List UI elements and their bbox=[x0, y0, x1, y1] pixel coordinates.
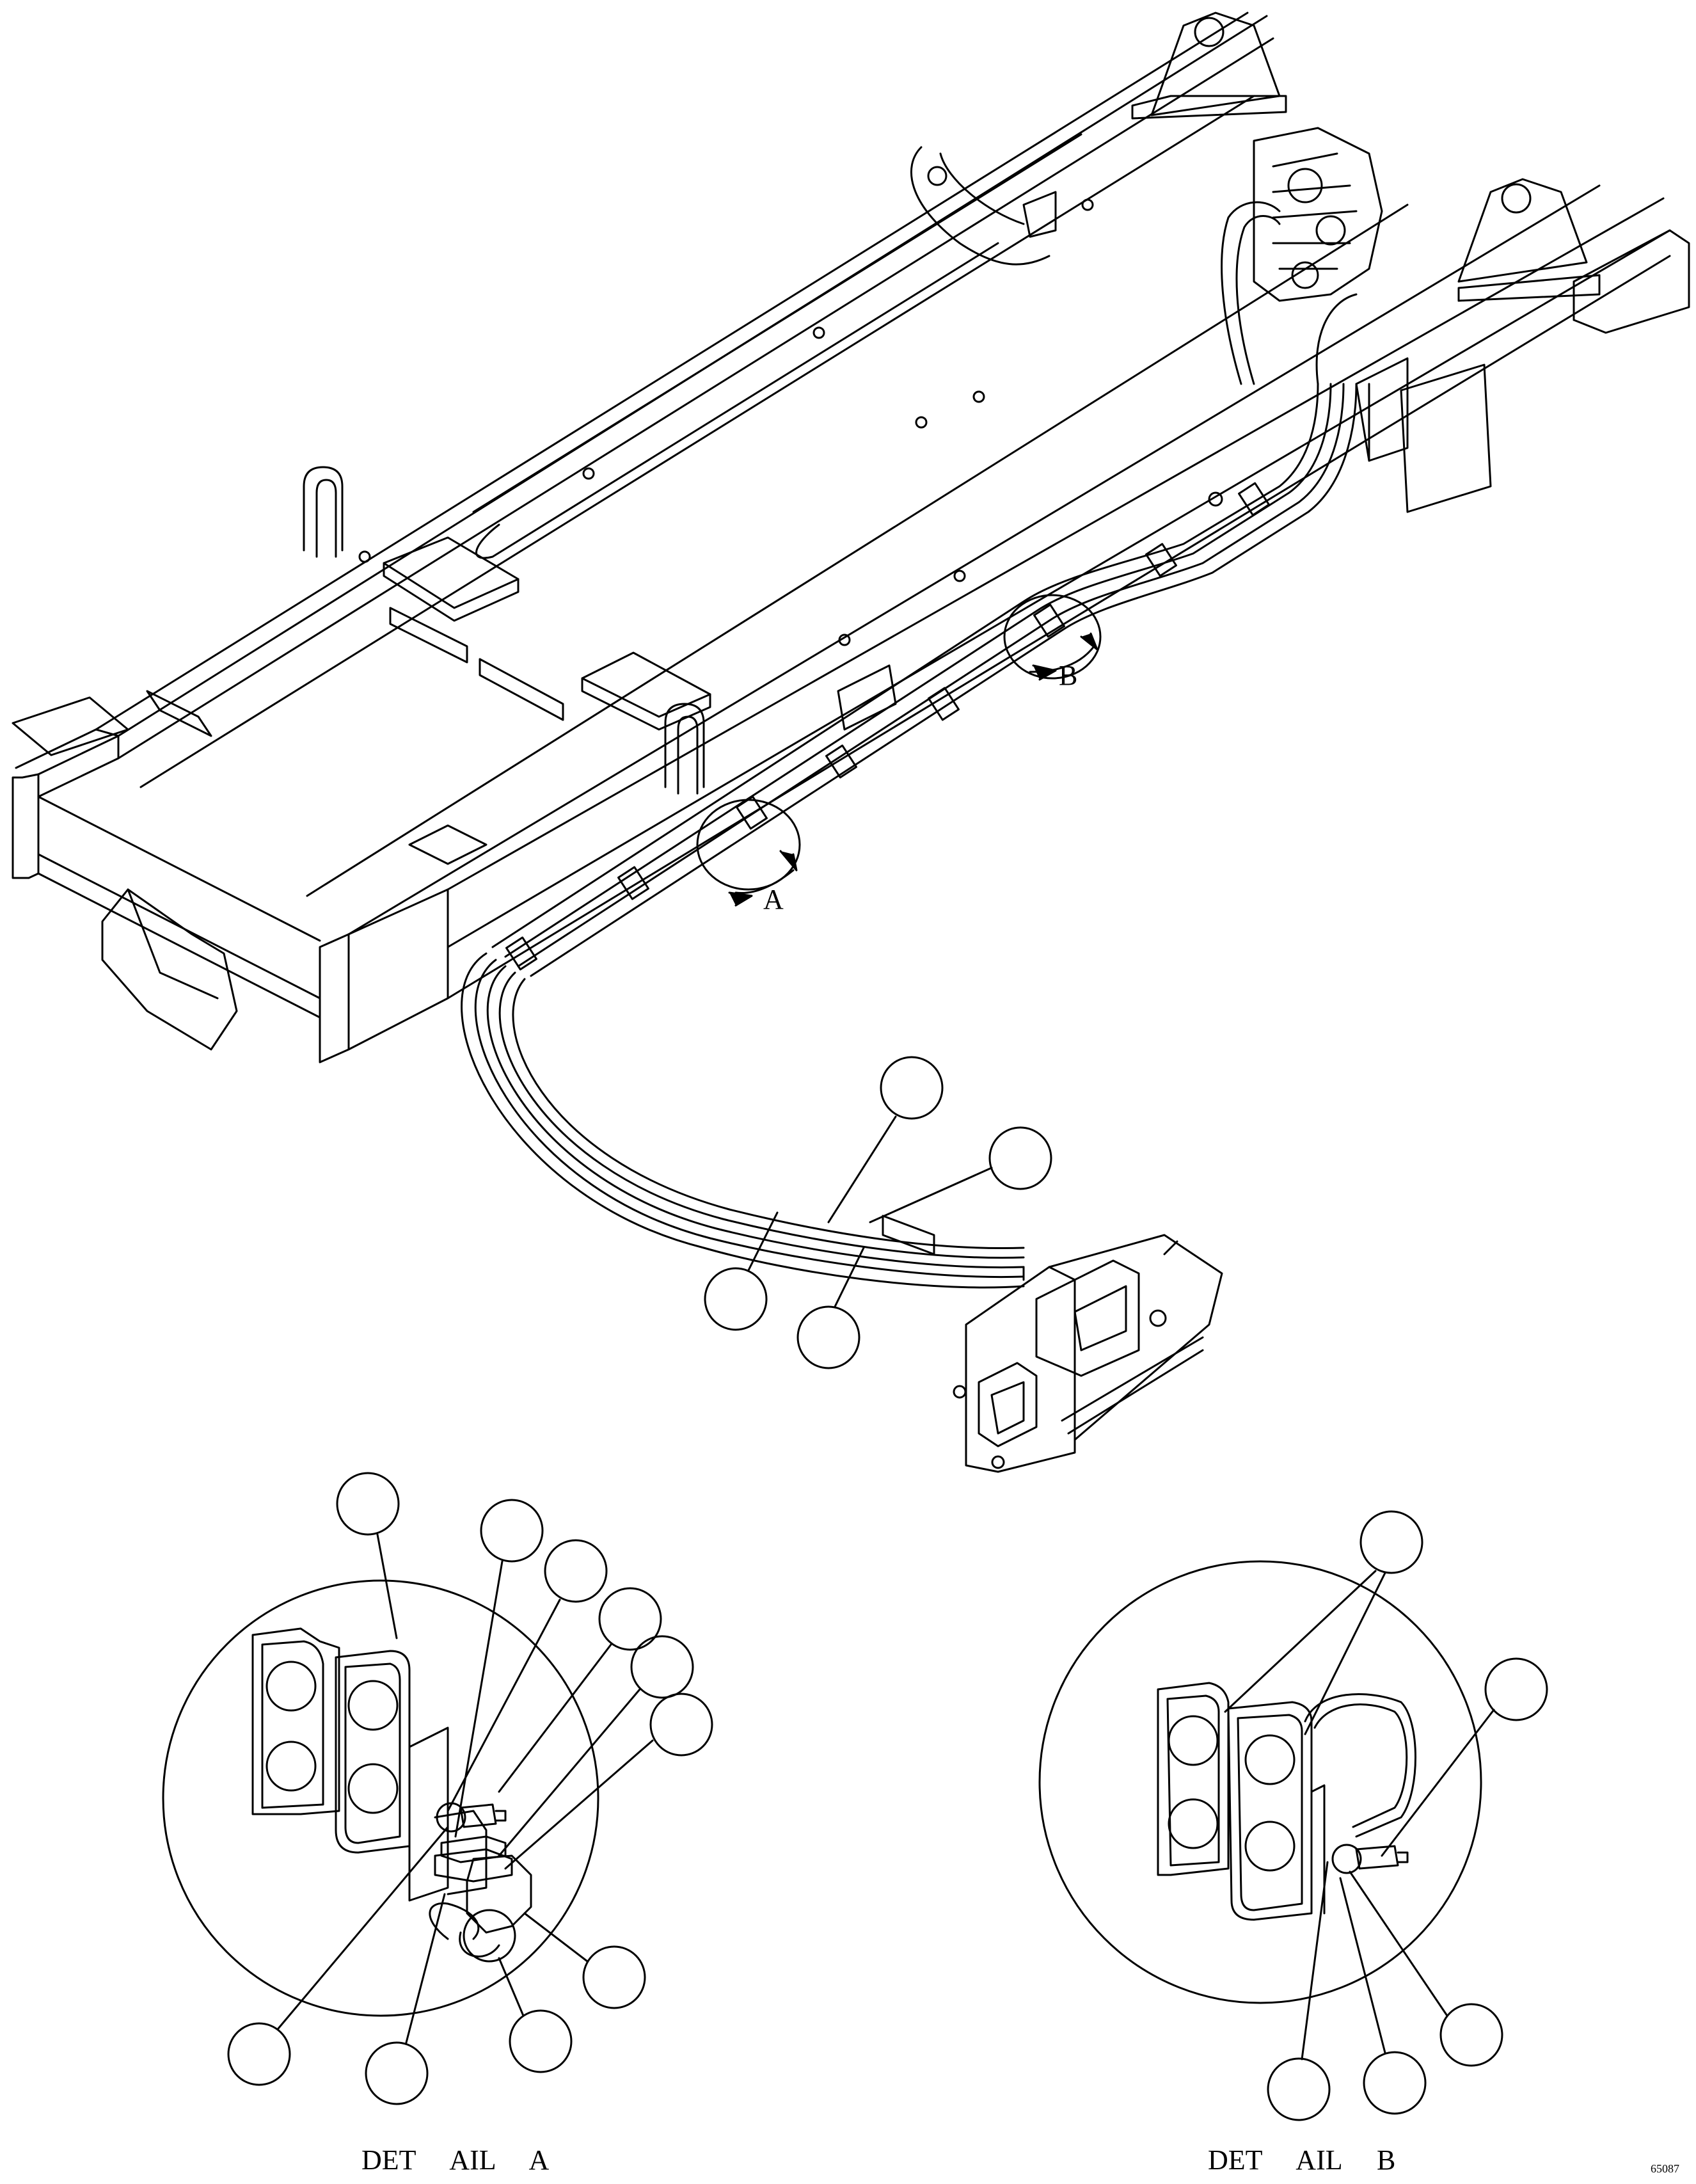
chassis-frame bbox=[12, 12, 1690, 1064]
valve-assembly bbox=[953, 1234, 1223, 1473]
detail-b-marker bbox=[1003, 594, 1102, 681]
arrow-a-label: A bbox=[763, 884, 784, 915]
arrow-b-label: B bbox=[1059, 660, 1077, 691]
detail-a-caption: DET AIL A bbox=[361, 2144, 550, 2176]
detail-b bbox=[1038, 1510, 1548, 2121]
callout-balloons-main bbox=[704, 1056, 1052, 1369]
detail-b-caption: DET AIL B bbox=[1208, 2144, 1395, 2176]
figure-number: 65087 bbox=[1651, 2162, 1679, 2175]
pump bbox=[1253, 127, 1383, 302]
detail-a bbox=[162, 1472, 713, 2105]
hose-bundle bbox=[461, 146, 1358, 1289]
detail-a-marker bbox=[696, 799, 801, 907]
